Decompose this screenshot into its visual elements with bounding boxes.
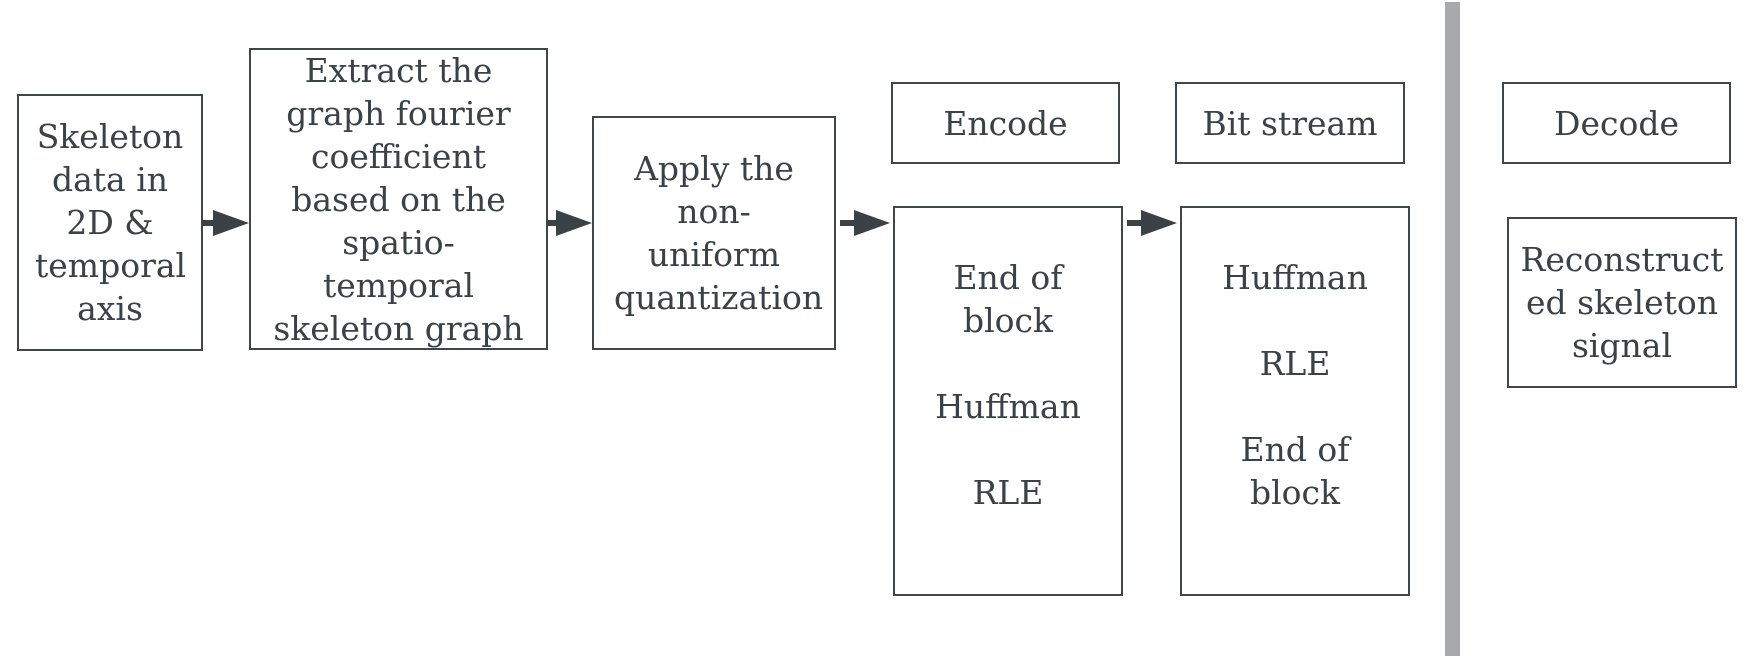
- decode-title: Decode: [1554, 103, 1679, 143]
- decode-output-box: Reconstructed skeleton signal: [1507, 217, 1737, 388]
- extract-box: Extract the graph fourier coefficient ba…: [249, 48, 548, 350]
- bitstream-step-end-of-block: End of block: [1240, 430, 1350, 512]
- input-box: Skeleton data in 2D & temporal axis: [17, 94, 203, 351]
- arrow-input-to-extract: [203, 210, 249, 236]
- input-label: Skeleton data in 2D & temporal axis: [35, 117, 187, 328]
- encode-title: Encode: [943, 103, 1068, 143]
- arrow-encode-to-bitstream: [1127, 210, 1177, 236]
- quantize-box: Apply the non-uniform quantization: [592, 116, 836, 350]
- bitstream-title-box: Bit stream: [1175, 82, 1405, 164]
- encode-steps-box: End of block Huffman RLE: [893, 206, 1123, 596]
- encode-decode-divider: [1445, 2, 1460, 656]
- encode-step-rle: RLE: [972, 473, 1044, 512]
- decode-title-box: Decode: [1502, 82, 1731, 164]
- quantize-label: Apply the non-uniform quantization: [614, 149, 824, 317]
- encode-title-box: Encode: [891, 82, 1120, 164]
- arrow-extract-to-quantize: [548, 210, 592, 236]
- arrow-quantize-to-encode: [840, 210, 890, 236]
- bitstream-steps-box: Huffman RLE End of block: [1180, 206, 1410, 596]
- decode-output-label: Reconstructed skeleton signal: [1520, 240, 1724, 365]
- encode-step-huffman: Huffman: [935, 387, 1081, 426]
- encode-step-end-of-block: End of block: [953, 258, 1063, 340]
- bitstream-step-rle: RLE: [1259, 344, 1331, 383]
- bitstream-step-huffman: Huffman: [1222, 258, 1368, 297]
- extract-label: Extract the graph fourier coefficient ba…: [273, 50, 524, 348]
- bitstream-title: Bit stream: [1202, 103, 1378, 143]
